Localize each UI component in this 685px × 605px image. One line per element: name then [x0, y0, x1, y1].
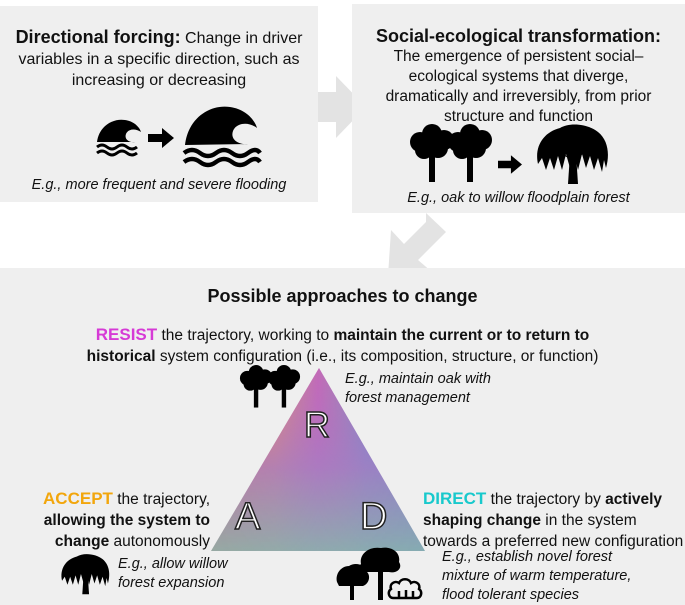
direct-example-2: mixture of warm temperature,: [442, 568, 632, 584]
wave-small-icon: [96, 119, 141, 157]
direct-line2-plain: in the system: [541, 512, 637, 529]
accept-example-2: forest expansion: [118, 575, 225, 591]
oak-trees-icon: [410, 124, 492, 182]
resist-keyword: RESIST: [95, 325, 158, 344]
wave-large-icon: [182, 106, 262, 168]
forcing-panel: Directional forcing: Change in driver va…: [0, 6, 318, 202]
transformation-example: E.g., oak to willow floodplain forest: [407, 190, 630, 206]
willow-tree-small-icon: [61, 554, 110, 595]
transformation-desc-3: dramatically and irreversibly, from prio…: [385, 88, 652, 105]
direct-example: E.g., establish novel forest mixture of …: [442, 548, 631, 605]
accept-example-1: E.g., allow willow: [118, 556, 228, 572]
direct-example-3: flood tolerant species: [442, 587, 580, 603]
transformation-title: Social-ecological transformation:: [375, 26, 662, 46]
resist-letter: R: [303, 403, 331, 446]
resist-line1-plain: the trajectory, working to: [157, 327, 334, 344]
forcing-title: Directional forcing:: [15, 27, 181, 47]
arrow-forcing-to-transformation: [318, 76, 366, 138]
transformation-description: The emergence of persistent social– ecol…: [352, 47, 685, 127]
accept-line3-bold: change: [54, 533, 110, 550]
direct-letter: D: [359, 495, 388, 539]
forcing-description: Directional forcing: Change in driver va…: [0, 27, 318, 91]
arrow-transformation-to-approaches: [388, 213, 446, 276]
resist-example-2: forest management: [345, 390, 470, 406]
resist-example-1: E.g., maintain oak with: [345, 371, 491, 387]
direct-description: DIRECT the trajectory by actively shapin…: [423, 488, 685, 552]
resist-line1-bold: maintain the current or to return to: [333, 327, 590, 344]
arrow-right-icon: [148, 128, 174, 148]
transformation-desc-4: structure and function: [443, 108, 594, 125]
approaches-panel: Possible approaches to change RESIST the…: [0, 268, 685, 605]
forcing-desc-3: increasing or decreasing: [71, 72, 247, 89]
accept-example: E.g., allow willow forest expansion: [118, 555, 228, 593]
accept-keyword: ACCEPT: [43, 489, 113, 508]
resist-description: RESIST the trajectory, working to mainta…: [0, 324, 685, 367]
accept-line3-plain: autonomously: [109, 533, 210, 550]
accept-line1-plain: the trajectory,: [112, 491, 210, 508]
transformation-desc-2: ecological systems that diverge,: [408, 68, 629, 85]
accept-line2-bold: allowing the system to: [43, 512, 210, 529]
rad-triangle: [211, 368, 425, 551]
direct-line2-bold: shaping change: [423, 512, 541, 529]
direct-keyword: DIRECT: [423, 489, 487, 508]
accept-description: ACCEPT the trajectory, allowing the syst…: [0, 488, 210, 552]
resist-line2-plain: system configuration (i.e., its composit…: [155, 348, 599, 365]
accept-letter: A: [234, 495, 261, 539]
novel-forest-icon: [336, 547, 423, 600]
approaches-title: Possible approaches to change: [207, 286, 478, 306]
direct-line1-plain: the trajectory by: [486, 491, 606, 508]
direct-example-1: E.g., establish novel forest: [442, 549, 613, 565]
willow-tree-icon: [537, 124, 608, 184]
arrow-right-icon: [498, 155, 522, 174]
direct-line1-bold: actively: [605, 491, 663, 508]
resist-line2-bold: historical: [86, 348, 156, 365]
resist-example: E.g., maintain oak with forest managemen…: [345, 370, 491, 408]
forcing-desc-1: Change in driver: [185, 30, 303, 47]
forcing-desc-2: variables in a specific direction, such …: [18, 51, 300, 68]
triangle-side-fill: [211, 368, 425, 551]
forcing-example: E.g., more frequent and severe flooding: [31, 177, 287, 193]
transformation-desc-1: The emergence of persistent social–: [393, 48, 644, 65]
direct-line3-plain: towards a preferred new configuration: [423, 533, 684, 550]
oak-trees-small-icon: [239, 365, 301, 408]
transformation-panel: Social-ecological transformation: The em…: [352, 4, 685, 213]
